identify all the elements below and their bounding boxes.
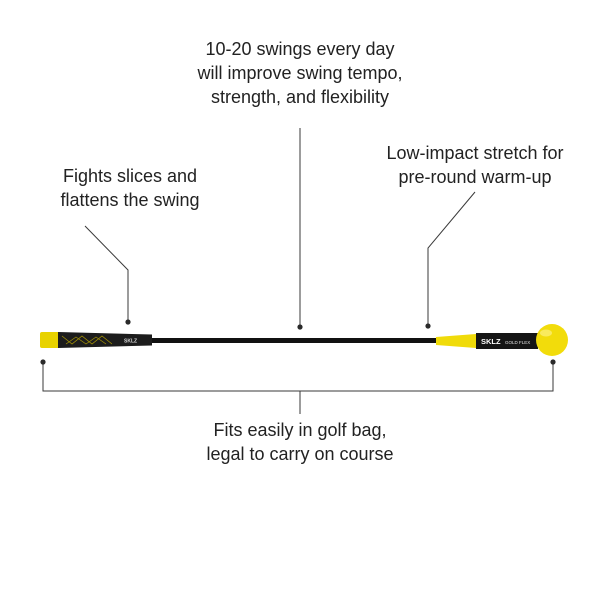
head-logo: SKLZ [481,337,501,346]
leader-dot [40,359,46,365]
callout-low-impact-stretch: Low-impact stretch for pre-round warm-up [370,141,580,189]
callout-line: strength, and flexibility [210,87,390,107]
weighted-ball-head [536,324,568,356]
ball-highlight [540,329,552,337]
leader-lines [42,128,554,414]
grip-cap [40,332,60,348]
head-model: GOLD FLEX [505,340,530,345]
callout-swing-tempo: 10-20 swings every day will improve swin… [170,37,430,109]
leader-dot [425,323,431,329]
trainer-shaft [150,338,440,343]
callout-fights-slices: Fights slices and flattens the swing [40,164,220,212]
callout-line: 10-20 swings every day [205,39,395,59]
leader-line-stretch [427,191,476,325]
leader-line-slices [84,225,129,320]
leader-dot [125,319,131,325]
leader-dot [297,324,303,330]
leader-dot [550,359,556,365]
callout-line: will improve swing tempo, [197,63,403,83]
callout-line: flattens the swing [60,190,200,210]
callout-line: Fits easily in golf bag, [213,420,387,440]
callout-line: legal to carry on course [206,444,394,464]
callout-fits-golf-bag: Fits easily in golf bag, legal to carry … [170,418,430,466]
golf-swing-trainer: SKLZ SKLZ GOLD FLEX [40,324,568,356]
grip-logo: SKLZ [124,339,137,345]
callout-line: Fights slices and [62,166,198,186]
grip-pattern [61,335,113,345]
logo-band [476,333,538,349]
leader-bracket-bag [42,362,554,392]
leader-dots [40,319,556,365]
callout-line: Low-impact stretch for [386,143,564,163]
head-sleeve [436,334,476,348]
callout-line: pre-round warm-up [398,167,552,187]
